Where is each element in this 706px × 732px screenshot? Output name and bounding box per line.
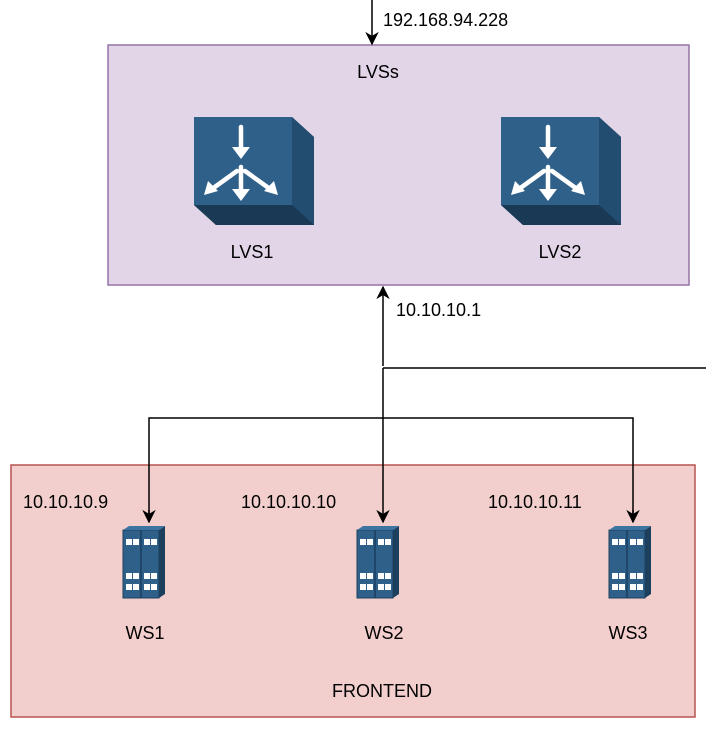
lvs2-label: LVS2 [539,242,582,262]
bus-to-ws1-ws3-arrows [148,417,634,522]
ws1-ip-label: 10.10.10.9 [23,492,108,512]
ws3-label: WS3 [608,623,647,643]
lvs1-label: LVS1 [231,242,274,262]
frontend-group-box [10,464,696,718]
load-balancer-icon [194,117,314,225]
ws2-label: WS2 [364,623,403,643]
load-balancer-icon [501,117,621,225]
frontend-group-label: FRONTEND [332,681,432,701]
lvs-group-label: LVSs [357,62,399,82]
gateway-ip-label: 10.10.10.1 [396,300,481,320]
ws2-ip-label: 10.10.10.10 [241,492,336,512]
external-ip-label: 192.168.94.228 [383,10,508,30]
ws1-label: WS1 [125,623,164,643]
ws3-ip-label: 10.10.10.11 [488,492,582,512]
server-icon [356,526,399,599]
server-icon [608,526,651,599]
server-icon [122,526,165,599]
